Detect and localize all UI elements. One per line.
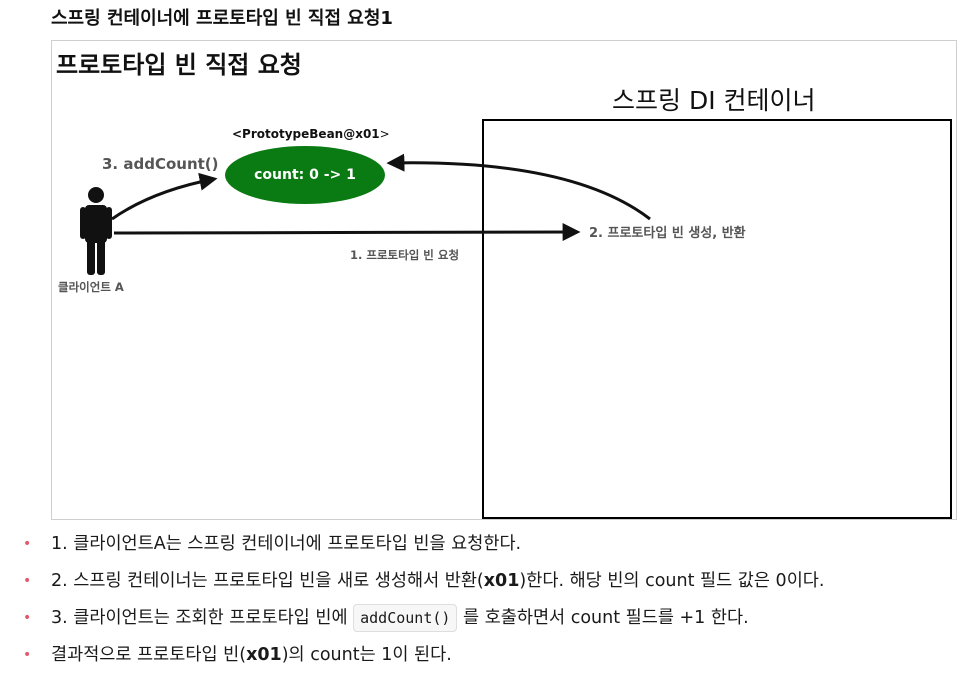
- diagram-figure: 프로토타입 빈 직접 요청 스프링 DI 컨테이너 <PrototypeBean…: [51, 40, 957, 520]
- list-item: • 3. 클라이언트는 조회한 프로토타입 빈에 addCount() 를 호출…: [0, 600, 824, 637]
- bullet-icon: •: [23, 536, 32, 552]
- spring-container-box: [482, 119, 952, 519]
- add-count-label: 3. addCount(): [102, 155, 219, 173]
- add-count-arrow: [111, 172, 218, 221]
- request-arrow: [113, 223, 581, 242]
- bullet-icon: •: [23, 610, 32, 626]
- bean-label: <PrototypeBean@x01>: [232, 127, 390, 141]
- request-label: 1. 프로토타입 빈 요청: [350, 248, 460, 262]
- list-item: • 1. 클라이언트A는 스프링 컨테이너에 프로토타입 빈을 요청한다.: [0, 526, 824, 563]
- bean-count-text: count: 0 -> 1: [254, 167, 356, 183]
- inline-code: addCount(): [353, 604, 458, 632]
- prototype-bean-oval: [225, 146, 385, 204]
- person-icon: [80, 187, 112, 275]
- list-item: • 2. 스프링 컨테이너는 프로토타입 빈을 새로 생성해서 반환(x01)한…: [0, 563, 824, 600]
- client-label: 클라이언트 A: [58, 280, 124, 294]
- section-heading: 스프링 컨테이너에 프로토타입 빈 직접 요청1: [51, 8, 393, 29]
- create-return-label: 2. 프로토타입 빈 생성, 반환: [589, 226, 746, 241]
- notes-list: • 1. 클라이언트A는 스프링 컨테이너에 프로토타입 빈을 요청한다. • …: [0, 526, 824, 674]
- list-item: • 결과적으로 프로토타입 빈(x01)의 count는 1이 된다.: [0, 637, 824, 674]
- diagram-arrows: [80, 146, 651, 275]
- bullet-icon: •: [23, 647, 32, 663]
- container-title: 스프링 DI 컨테이너: [612, 86, 816, 115]
- return-arrow: [386, 153, 651, 221]
- diagram-title: 프로토타입 빈 직접 요청: [56, 51, 302, 79]
- bullet-icon: •: [23, 573, 32, 589]
